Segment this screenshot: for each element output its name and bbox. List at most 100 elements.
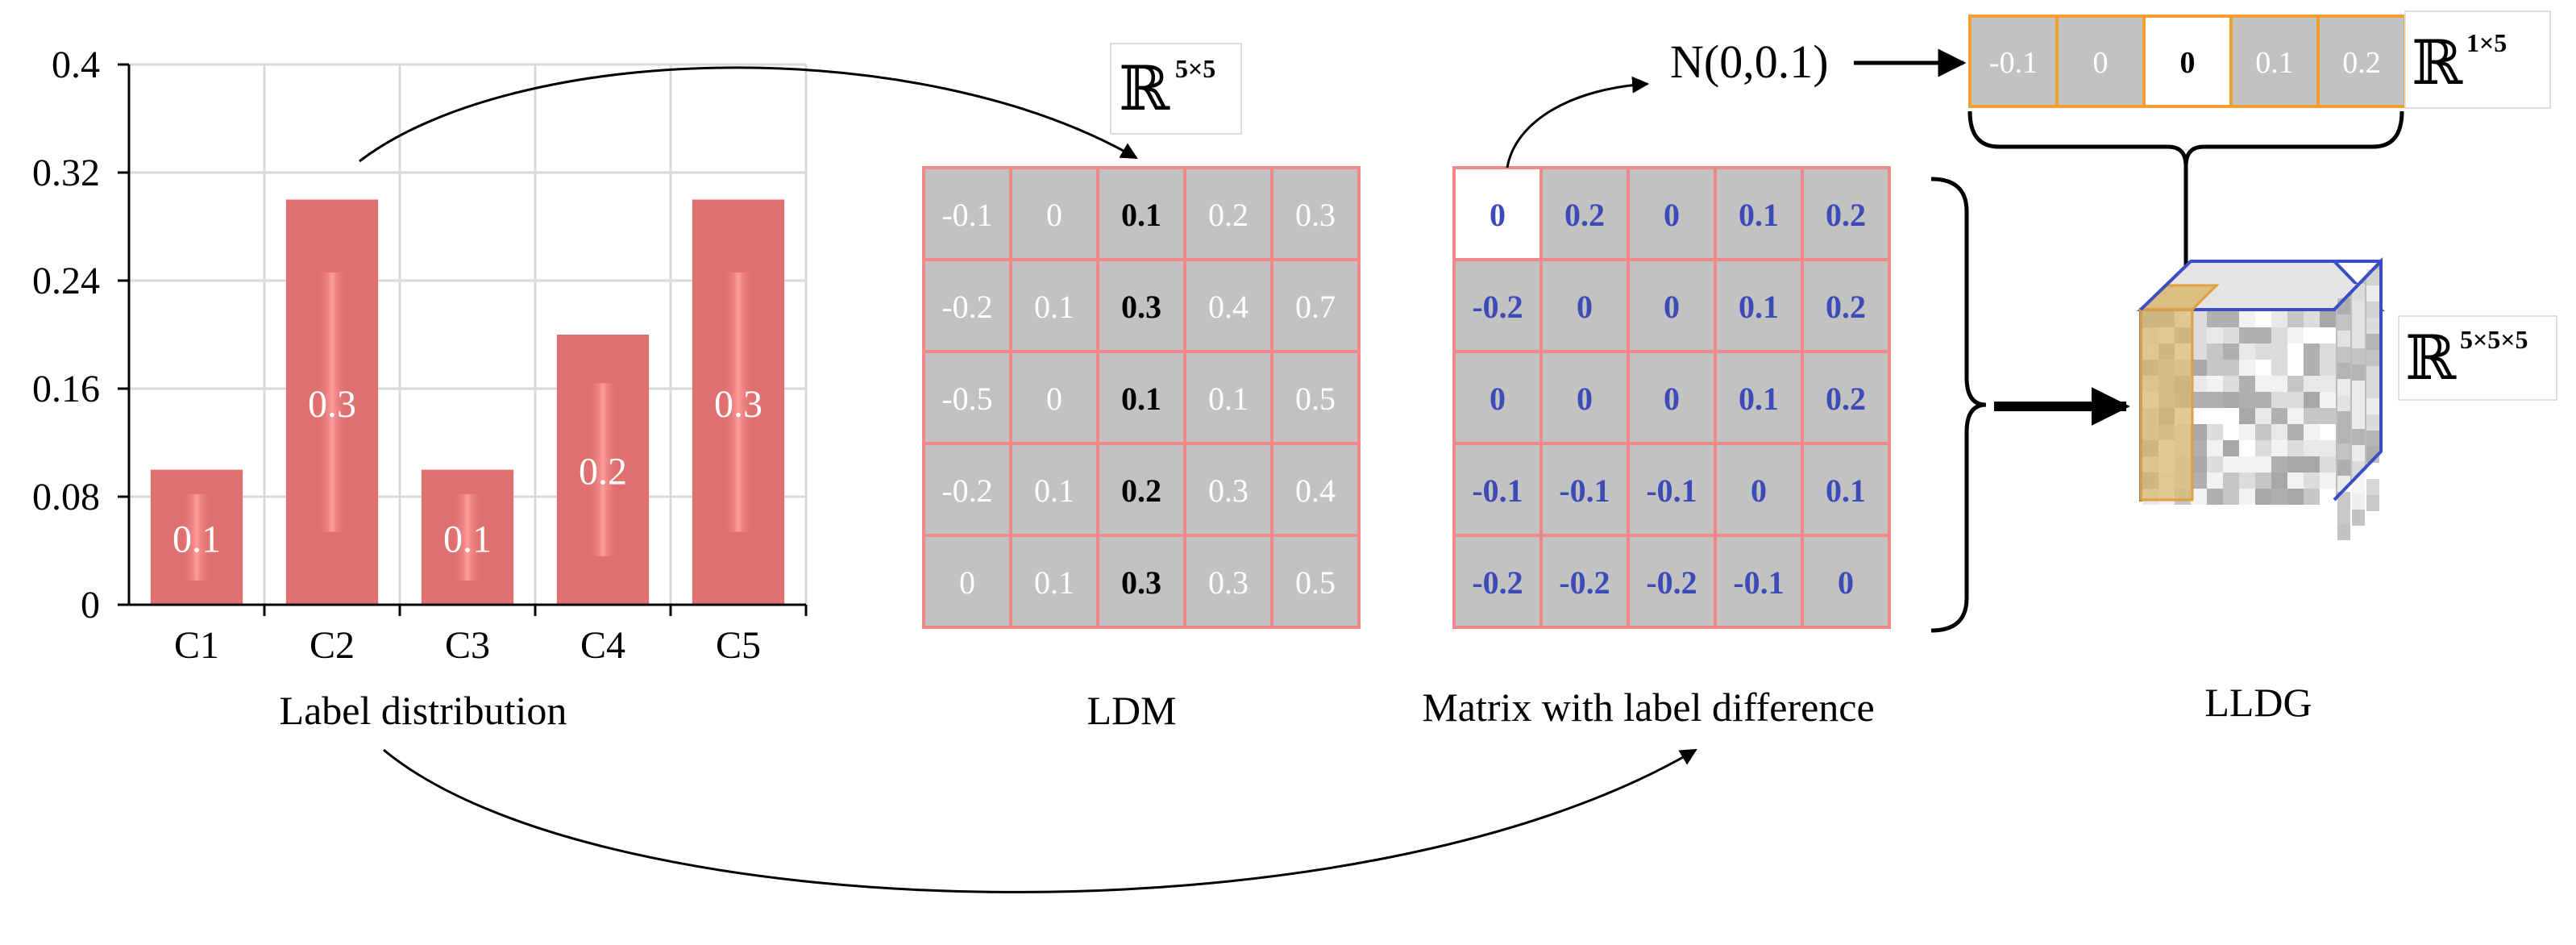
- cube-voxel: [2239, 327, 2255, 343]
- cube-voxel: [2352, 445, 2365, 461]
- cube-voxel: [2223, 472, 2239, 489]
- matrix-cell: [922, 442, 1012, 537]
- cube-voxel: [2320, 343, 2336, 360]
- matrix-cell-value: -0.2: [1472, 289, 1523, 325]
- cube-voxel: [2287, 311, 2304, 327]
- cube-voxel: [2352, 364, 2365, 381]
- chart-y-tick-label: 0.16: [32, 368, 100, 410]
- matrix-cell-value: 0: [1664, 197, 1680, 233]
- noise-cell: [2316, 15, 2407, 108]
- cube-voxel: [2239, 489, 2255, 505]
- matrix-cell-value: 0.1: [1826, 472, 1866, 509]
- matrix-cell-value: 0: [959, 564, 975, 601]
- cube-voxel: [2287, 360, 2304, 376]
- cube-voxel: [2271, 360, 2287, 376]
- cube-voxel: [2320, 376, 2336, 392]
- matrix-cell-value: 0: [1577, 381, 1593, 417]
- cube-voxel: [2352, 493, 2365, 510]
- cube-voxel: [2239, 343, 2255, 360]
- cube-voxel: [2352, 332, 2365, 348]
- cube-voxel: [2366, 414, 2379, 431]
- cube-voxel: [2239, 424, 2255, 440]
- cube-voxel: [2320, 424, 2336, 440]
- cube-voxel: [2304, 343, 2320, 360]
- cube-voxel: [2239, 311, 2255, 327]
- cube-voxel: [2304, 327, 2320, 343]
- chart-caption: Label distribution: [280, 688, 567, 733]
- cube-voxel: [2366, 302, 2379, 318]
- matrix-cell-value: -0.1: [1646, 472, 1697, 509]
- cube-voxel: [2366, 382, 2379, 398]
- matrix-cell: [1270, 166, 1361, 261]
- matrix-cell-value: -0.2: [1472, 564, 1523, 601]
- cube-voxel: [2223, 489, 2239, 505]
- chart-bar-glow: [318, 272, 347, 532]
- cube-voxel: [2255, 424, 2271, 440]
- cube-voxel: [2255, 343, 2271, 360]
- matrix-cell-value: 0.3: [1208, 472, 1249, 509]
- cube-edge: [2333, 450, 2383, 502]
- cube-voxel: [2366, 431, 2379, 447]
- cube-voxel: [2191, 408, 2207, 424]
- matrix-cell-value: 0.1: [1034, 289, 1074, 325]
- cube-voxel: [2207, 360, 2223, 376]
- cube-voxel: [2352, 477, 2365, 493]
- chart-bar-glow: [724, 272, 753, 532]
- cube-voxel: [2352, 348, 2365, 364]
- matrix-cell-value: 0.1: [1121, 381, 1161, 417]
- cube-voxel: [2191, 472, 2207, 489]
- cube-voxel: [2304, 311, 2320, 327]
- matrix-cell-value: 0: [1046, 197, 1062, 233]
- matrix-cell-value: -0.2: [1559, 564, 1610, 601]
- lldg-dimension: 5×5×5: [2460, 325, 2528, 354]
- matrix-cell: [1801, 350, 1891, 445]
- cube-voxel: [2271, 392, 2287, 408]
- matrix-cell-value: 0.2: [1208, 197, 1249, 233]
- noise-cell-value: -0.1: [1989, 46, 2038, 80]
- cube-voxel: [2366, 285, 2379, 302]
- cube-voxel: [2337, 427, 2350, 443]
- cube-voxel: [2207, 392, 2223, 408]
- matrix-cell: [1714, 534, 1804, 629]
- cube-voxel: [2223, 343, 2239, 360]
- chart-bars: 0.10.30.10.20.3: [150, 199, 785, 605]
- matrix-cell-value: -0.2: [941, 472, 992, 509]
- cube-voxel: [2352, 300, 2365, 316]
- cube-voxel: [2255, 408, 2271, 424]
- chart-y-tick-label: 0.32: [32, 152, 100, 194]
- chart-x-tick-label: C5: [716, 624, 761, 667]
- noise-cell: [2055, 15, 2146, 108]
- matrix-cell: [1801, 258, 1891, 353]
- noise-cell-value: 0: [2180, 46, 2196, 80]
- cube-voxel: [2366, 318, 2379, 334]
- ldm-dimension: 5×5: [1175, 54, 1215, 83]
- cube-voxel: [2255, 311, 2271, 327]
- noise-label: N(0,0.1): [1670, 35, 1829, 88]
- cube-voxel: [2191, 360, 2207, 376]
- cube-voxel: [2239, 456, 2255, 472]
- matrix-cell-value: 0: [1490, 381, 1506, 417]
- cube-voxel: [2352, 397, 2365, 413]
- cube-voxel: [2337, 443, 2350, 460]
- matrix-cell-value: 0.3: [1208, 564, 1249, 601]
- chart-y-tick-labels: 0.40.320.240.160.080: [32, 44, 100, 627]
- cube-voxel: [2239, 376, 2255, 392]
- real-set-symbol: ℝ: [1119, 56, 1170, 123]
- ldm-caption: LDM: [1086, 688, 1176, 733]
- matrix-cell-value: 0.5: [1295, 381, 1336, 417]
- cube-voxel: [2320, 456, 2336, 472]
- matrix-cell-value: 0.1: [1034, 564, 1074, 601]
- matrix-cell: [1627, 350, 1717, 445]
- cube-voxel: [2304, 456, 2320, 472]
- matrix-cell-value: 0: [1577, 289, 1593, 325]
- matrix-cell-value: 0.1: [1739, 197, 1779, 233]
- matrix-cell: [1801, 166, 1891, 261]
- cube-voxel: [2352, 316, 2365, 332]
- matrix-cell-value: 0: [1664, 381, 1680, 417]
- cube-voxel: [2223, 360, 2239, 376]
- cube-voxel: [2304, 360, 2320, 376]
- cube-voxel: [2271, 327, 2287, 343]
